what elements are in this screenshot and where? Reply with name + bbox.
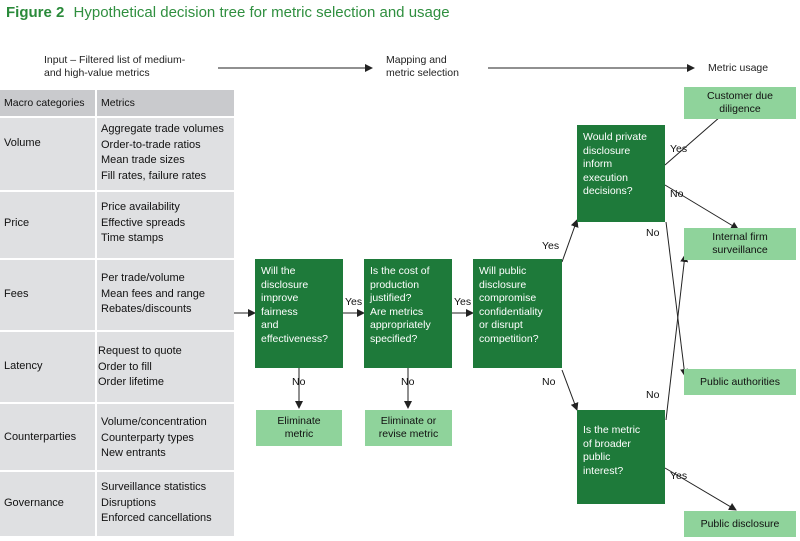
category-governance: Governance — [4, 497, 64, 509]
table-column-divider — [95, 90, 97, 536]
category-volume: Volume — [4, 137, 41, 149]
metrics-fees: Per trade/volume Mean fees and range Reb… — [101, 272, 205, 315]
label-yes-d2: Yes — [454, 296, 472, 308]
arrow-d4-authorities — [665, 221, 689, 377]
metrics-counterparties: Volume/concentration Counterparty types … — [101, 416, 207, 459]
metrics-table-header: Macro categories Metrics — [0, 90, 234, 116]
label-no-d2: No — [401, 376, 415, 388]
table-row-divider — [0, 470, 234, 472]
table-row-divider — [0, 330, 234, 332]
decision-private-disclosure: Would private disclosure inform executio… — [577, 125, 665, 222]
metrics-volume: Aggregate trade volumes Order-to-trade r… — [101, 123, 224, 182]
label-no-d3: No — [542, 376, 556, 388]
category-price: Price — [4, 217, 30, 229]
metrics-governance: Surveillance statistics Disruptions Enfo… — [101, 481, 212, 524]
arrow-d3-d5 — [561, 369, 579, 411]
label-yes-d5: Yes — [670, 470, 688, 482]
label-yes-d4: Yes — [670, 143, 688, 155]
outcome-customer-due-diligence: Customer due diligence — [684, 87, 796, 119]
category-latency: Latency — [4, 360, 43, 372]
usage-label: Metric usage — [708, 62, 769, 74]
figure-number: Figure 2 — [6, 4, 65, 21]
metrics-table — [0, 90, 234, 536]
outcome-public-disclosure: Public disclosure — [684, 511, 796, 537]
label-no-d4-down: No — [646, 227, 660, 239]
label-yes-d3: Yes — [542, 240, 560, 252]
outcome-eliminate-or-revise: Eliminate or revise metric — [365, 410, 452, 446]
decision-public-interest: Is the metric of broader public interest… — [577, 410, 665, 504]
label-no-d4-right: No — [670, 188, 684, 200]
table-row-divider — [0, 190, 234, 192]
input-label: Input – Filtered list of medium- and hig… — [44, 54, 186, 79]
decision-improve-fairness: Will the disclosure improve fairness and… — [255, 259, 343, 368]
table-row-divider — [0, 116, 234, 118]
category-fees: Fees — [4, 288, 29, 300]
arrow-d5-public — [664, 467, 737, 511]
figure-title: Figure 2 Hypothetical decision tree for … — [6, 4, 450, 21]
header-macro-categories: Macro categories — [4, 97, 85, 109]
arrow-d4-internal — [664, 184, 739, 230]
category-counterparties: Counterparties — [4, 431, 77, 443]
decision-compromise-confidentiality: Will public disclosure compromise confid… — [473, 259, 562, 368]
outcome-internal-surveillance: Internal firm surveillance — [684, 228, 796, 260]
label-no-d5: No — [646, 389, 660, 401]
table-row-divider — [0, 402, 234, 404]
table-row-divider — [0, 258, 234, 260]
mapping-label: Mapping and metric selection — [386, 54, 459, 79]
metrics-latency: Request to quote Order to fill Order lif… — [98, 345, 182, 388]
label-yes-d1: Yes — [345, 296, 363, 308]
label-no-d1: No — [292, 376, 306, 388]
arrow-d3-d4 — [561, 219, 579, 263]
decision-cost-justified: Is the cost of production justified? Are… — [364, 259, 452, 368]
outcome-eliminate-metric: Eliminate metric — [256, 410, 342, 446]
metrics-price: Price availability Effective spreads Tim… — [101, 201, 186, 244]
header-metrics: Metrics — [101, 97, 135, 109]
arrow-d5-internal — [665, 254, 689, 421]
outcome-public-authorities: Public authorities — [684, 369, 796, 395]
figure-title-text: Hypothetical decision tree for metric se… — [73, 4, 450, 21]
